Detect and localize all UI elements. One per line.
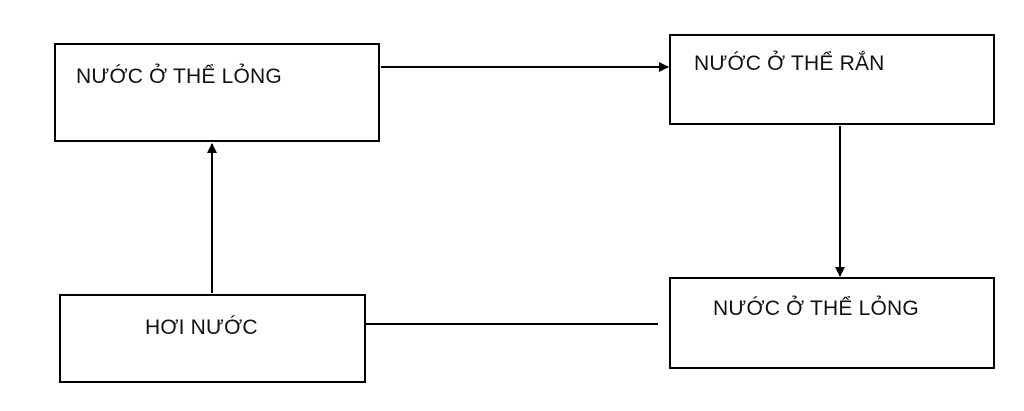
node-liquid-bottom-label: NƯỚC Ở THỂ LỎNG xyxy=(713,297,919,320)
node-liquid-top: NƯỚC Ở THỂ LỎNG xyxy=(54,43,380,142)
node-solid-label: NƯỚC Ở THỂ RẮN xyxy=(694,52,885,75)
node-liquid-bottom: NƯỚC Ở THỂ LỎNG xyxy=(669,277,995,369)
node-solid: NƯỚC Ở THỂ RẮN xyxy=(669,34,995,125)
node-vapor-label: HƠI NƯỚC xyxy=(145,316,258,339)
node-vapor: HƠI NƯỚC xyxy=(59,294,366,383)
node-liquid-top-label: NƯỚC Ở THỂ LỎNG xyxy=(76,65,282,88)
